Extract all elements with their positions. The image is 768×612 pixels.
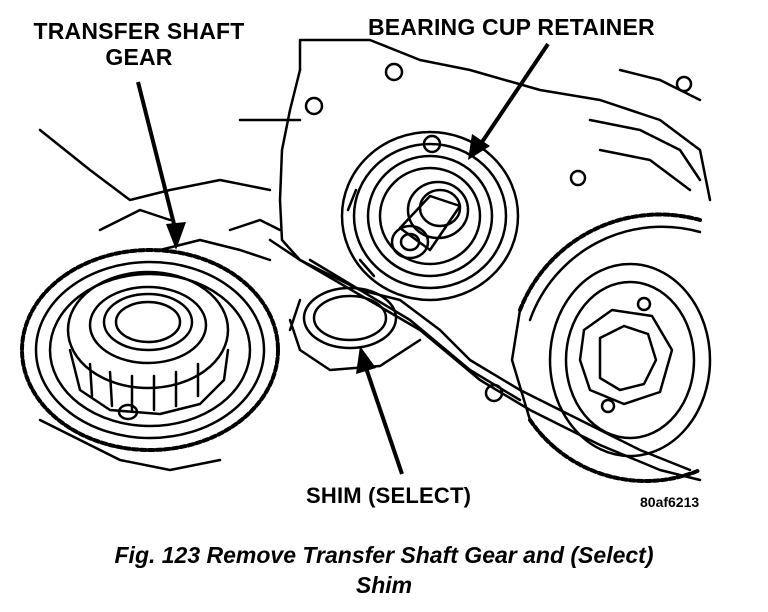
bearing-cup-retainer-label: BEARING CUP RETAINER <box>368 14 655 40</box>
leader-arrows <box>136 42 550 475</box>
caption-line-2: Shim <box>355 572 413 598</box>
shim <box>288 286 422 372</box>
transfer-shaft-gear-label: TRANSFER SHAFT GEAR <box>33 18 245 70</box>
shim-label: SHIM (SELECT) <box>306 483 472 508</box>
differential-gear <box>510 212 712 483</box>
hand <box>38 128 282 472</box>
transmission-case <box>238 38 712 482</box>
figure-caption: Fig. 123 Remove Transfer Shaft Gear and … <box>0 540 768 600</box>
transmission-illustration <box>20 38 712 483</box>
transfer-shaft-gear <box>20 248 280 452</box>
gear-leader-arrow <box>136 81 178 233</box>
retainer-leader-arrow <box>476 42 550 150</box>
bearing-cup-retainer <box>340 130 520 302</box>
caption-line-1: Fig. 123 Remove Transfer Shaft Gear and … <box>114 542 654 568</box>
figure-code: 80af6213 <box>640 494 700 510</box>
shim-leader-arrow <box>362 361 404 475</box>
